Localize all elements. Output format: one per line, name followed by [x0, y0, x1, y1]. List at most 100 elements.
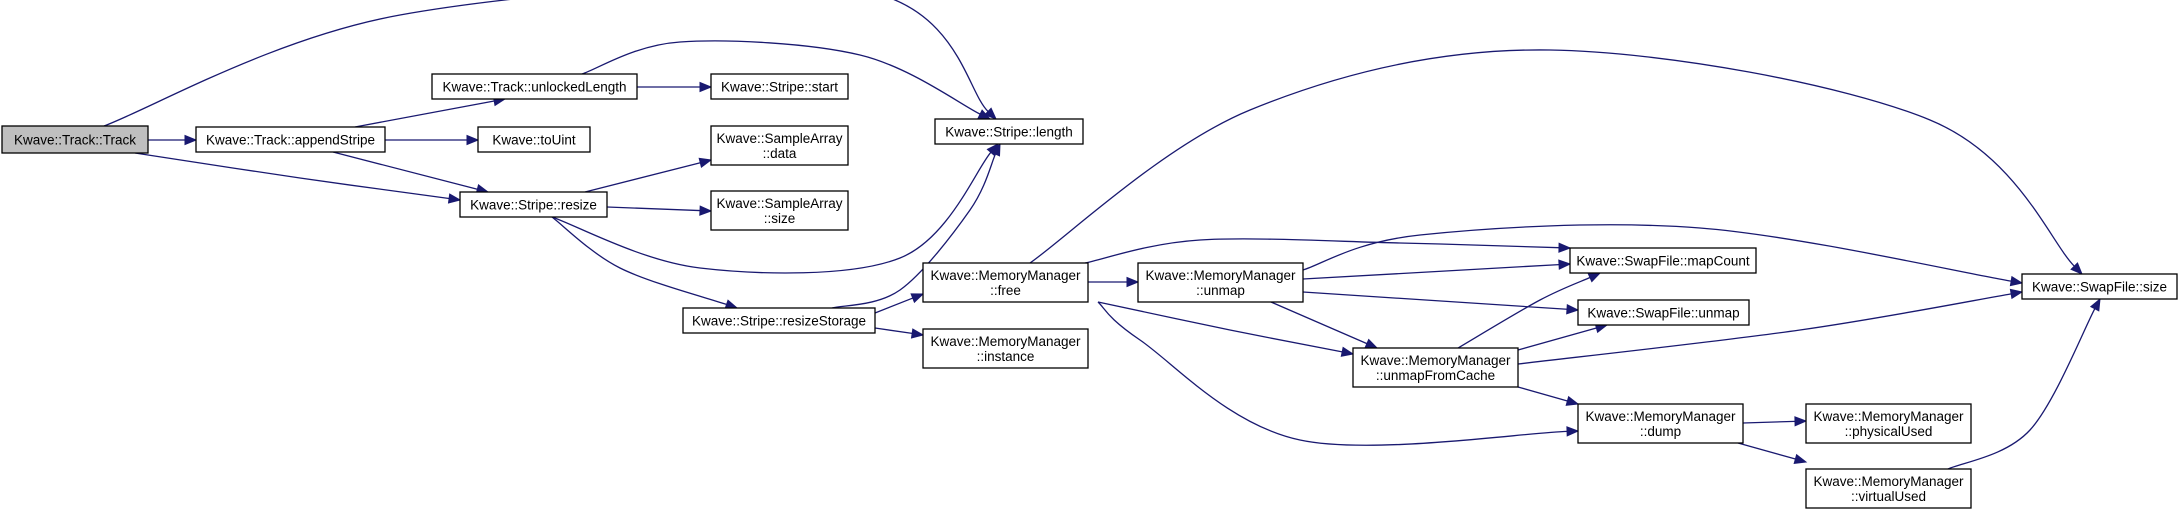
node-mm-unmap[interactable]: Kwave::MemoryManager::unmap	[1137, 262, 1304, 303]
node-box	[1, 125, 149, 154]
edge-mm-free-to-mm-dump	[1097, 301, 1580, 446]
node-box	[1805, 403, 1972, 444]
node-mm-free[interactable]: Kwave::MemoryManager::free	[922, 262, 1089, 303]
node-label: Kwave::SampleArray	[716, 131, 842, 146]
edge-mm-unmap-from-cache-to-swap-map-count	[1457, 272, 1602, 349]
call-edges	[103, 0, 2101, 470]
edge-mm-unmap-to-swap-size	[1302, 224, 2024, 287]
arrowhead	[1793, 453, 1808, 464]
edge-mm-free-to-mm-unmap	[1088, 276, 1140, 288]
edge-line	[874, 327, 913, 335]
edge-mm-unmap-to-swap-map-count	[1302, 259, 1572, 280]
node-stripe-resize[interactable]: Kwave::Stripe::resize	[459, 191, 608, 218]
edge-unlocked-length-to-stripe-start	[637, 81, 713, 93]
node-box	[459, 191, 608, 218]
node-box	[934, 118, 1084, 145]
edge-line	[332, 151, 478, 190]
node-box	[2021, 273, 2178, 300]
arrowhead	[1558, 259, 1572, 270]
node-mm-dump[interactable]: Kwave::MemoryManager::dump	[1577, 403, 1744, 444]
edge-stripe-resize-to-sample-array-data	[584, 157, 713, 193]
edge-track-ctor-to-stripe-resize	[134, 152, 462, 204]
node-box	[1569, 247, 1757, 274]
node-box	[922, 328, 1089, 369]
node-label: Kwave::Stripe::resize	[470, 198, 597, 213]
edge-line	[584, 162, 701, 193]
node-label: ::physicalUsed	[1845, 424, 1933, 439]
node-box	[710, 73, 849, 100]
node-label: Kwave::MemoryManager	[1360, 353, 1511, 368]
edge-stripe-resize-to-resize-storage	[551, 216, 739, 310]
arrowhead	[2070, 262, 2083, 275]
node-unlocked-length[interactable]: Kwave::Track::unlockedLength	[431, 73, 638, 100]
arrowhead	[1340, 346, 1355, 357]
edge-line	[1517, 293, 2012, 365]
node-stripe-length[interactable]: Kwave::Stripe::length	[934, 118, 1084, 145]
edge-resize-storage-to-mm-instance	[874, 327, 925, 339]
arrowhead	[447, 193, 462, 204]
edge-line	[831, 153, 997, 309]
edge-append-stripe-to-stripe-resize	[332, 151, 490, 195]
arrowhead	[1566, 304, 1580, 315]
node-mm-unmap-from-cache[interactable]: Kwave::MemoryManager::unmapFromCache	[1352, 347, 1519, 388]
node-label: Kwave::MemoryManager	[930, 334, 1081, 349]
node-label: Kwave::MemoryManager	[1813, 409, 1964, 424]
node-label: ::unmapFromCache	[1376, 368, 1495, 383]
edge-mm-unmap-from-cache-to-swap-unmap	[1517, 323, 1609, 351]
arrowhead	[698, 157, 713, 168]
node-stripe-start[interactable]: Kwave::Stripe::start	[710, 73, 849, 100]
edge-line	[1270, 301, 1368, 345]
node-mm-instance[interactable]: Kwave::MemoryManager::instance	[922, 328, 1089, 369]
edge-line	[874, 297, 914, 314]
arrowhead	[1558, 242, 1572, 253]
node-swap-unmap[interactable]: Kwave::SwapFile::unmap	[1577, 299, 1750, 326]
node-label: ::data	[763, 146, 797, 161]
arrowhead	[184, 134, 198, 146]
node-label: Kwave::Stripe::start	[721, 80, 838, 95]
node-swap-map-count[interactable]: Kwave::SwapFile::mapCount	[1569, 247, 1757, 274]
node-label: Kwave::SampleArray	[716, 196, 842, 211]
node-label: Kwave::Track::appendStripe	[206, 133, 375, 148]
arrowhead	[990, 142, 1001, 157]
arrowhead	[910, 328, 925, 339]
arrowhead	[1794, 416, 1808, 427]
node-label: Kwave::toUint	[492, 133, 576, 148]
node-append-stripe[interactable]: Kwave::Track::appendStripe	[195, 126, 386, 153]
edge-line	[1302, 291, 1568, 310]
node-box	[922, 262, 1089, 303]
arrowhead	[466, 134, 480, 146]
node-swap-size[interactable]: Kwave::SwapFile::size	[2021, 273, 2178, 300]
node-label: Kwave::MemoryManager	[1813, 474, 1964, 489]
node-mm-physical-used[interactable]: Kwave::MemoryManager::physicalUsed	[1805, 403, 1972, 444]
edge-line	[551, 216, 727, 306]
edge-line	[1737, 442, 1796, 460]
arrowhead	[699, 81, 713, 93]
node-sample-array-size[interactable]: Kwave::SampleArray::size	[710, 190, 849, 231]
node-track-ctor: Kwave::Track::Track	[1, 125, 149, 154]
edge-mm-virtual-used-to-swap-size	[1947, 297, 2101, 470]
edge-line	[1302, 263, 1560, 280]
arrowhead	[984, 107, 997, 120]
node-sample-array-data[interactable]: Kwave::SampleArray::data	[710, 125, 849, 166]
arrowhead	[2009, 288, 2024, 300]
node-label: ::dump	[1640, 424, 1681, 439]
edge-mm-free-to-swap-size	[1029, 49, 2083, 275]
edge-line	[1517, 327, 1597, 351]
node-box	[477, 126, 591, 153]
edge-mm-free-to-mm-unmap-from-cache	[1097, 301, 1355, 357]
node-label: ::unmap	[1196, 283, 1245, 298]
node-label: Kwave::Stripe::resizeStorage	[692, 314, 866, 329]
node-label: Kwave::SwapFile::mapCount	[1576, 254, 1750, 269]
edge-mm-unmap-from-cache-to-swap-size	[1517, 288, 2024, 365]
node-box	[431, 73, 638, 100]
node-resize-storage[interactable]: Kwave::Stripe::resizeStorage	[682, 307, 876, 334]
edge-line	[1097, 301, 1568, 446]
edge-line	[1097, 301, 1343, 353]
node-box	[710, 190, 849, 231]
node-to-uint[interactable]: Kwave::toUint	[477, 126, 591, 153]
node-box	[682, 307, 876, 334]
node-mm-virtual-used[interactable]: Kwave::MemoryManager::virtualUsed	[1805, 468, 1972, 509]
edge-resize-storage-to-mm-free	[874, 293, 925, 314]
node-label: Kwave::MemoryManager	[1145, 268, 1296, 283]
